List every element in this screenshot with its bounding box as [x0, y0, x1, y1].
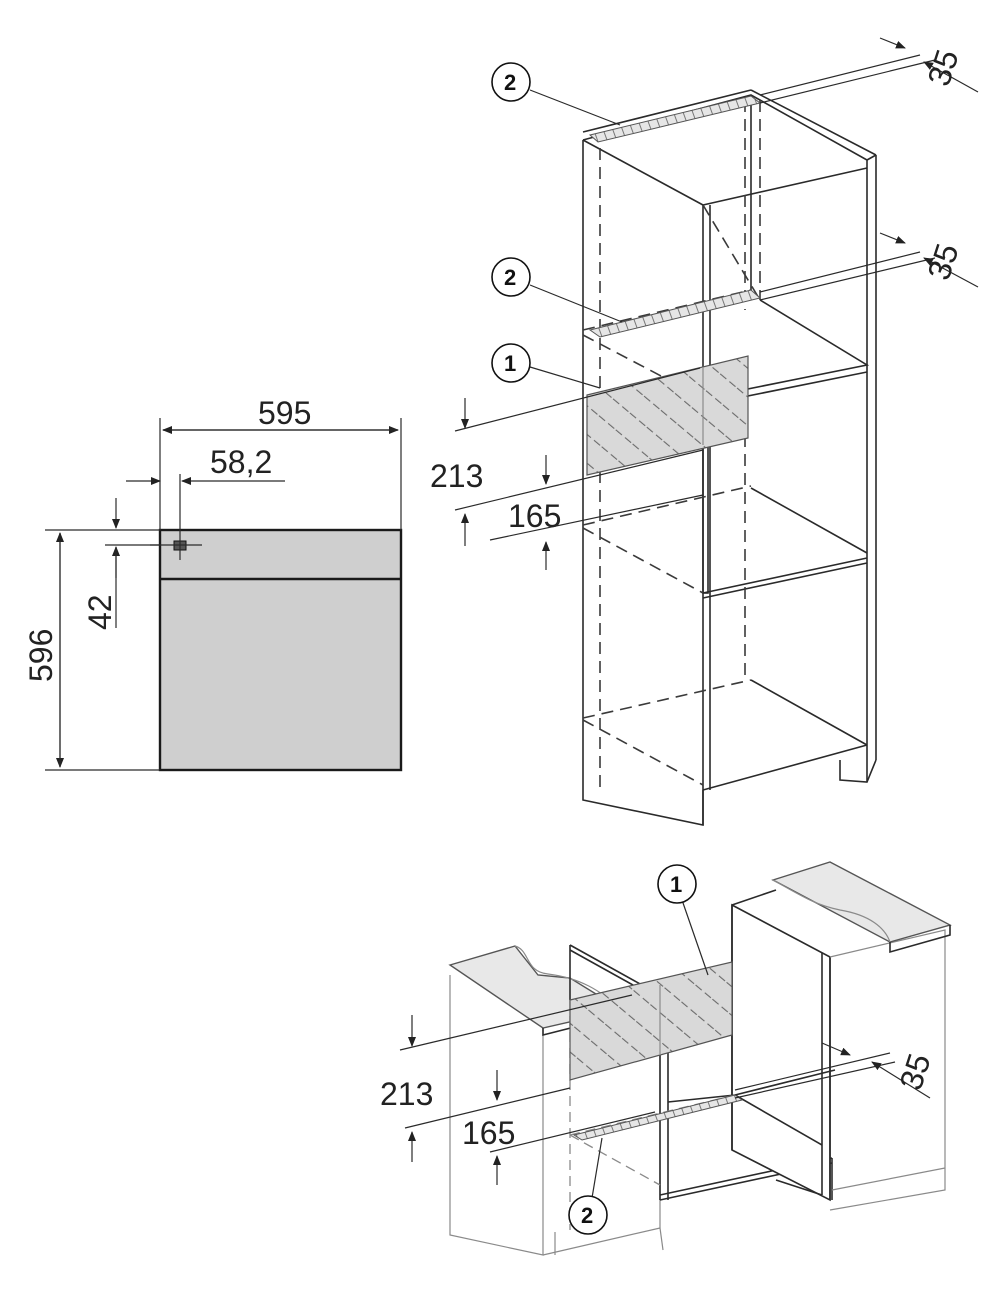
callout-1-base-vent: [657, 864, 697, 904]
ventilation-opening-base: [569, 961, 733, 1081]
svg-text:1: 1: [670, 872, 682, 897]
svg-text:1: 1: [504, 351, 516, 376]
callout-1-vent: [491, 343, 531, 383]
ventilation-opening-tall: [586, 355, 749, 476]
svg-text:2: 2: [504, 265, 516, 290]
width-label: 595: [258, 395, 311, 431]
right-cabinet-front: [731, 903, 831, 1202]
svg-text:2: 2: [581, 1203, 593, 1228]
callout-2-base-bottom: [568, 1195, 608, 1235]
offset-label: 58,2: [210, 444, 272, 480]
shelf-gap-label: 35: [920, 239, 965, 284]
top-gap-label: 35: [920, 45, 965, 90]
base-gap-label: 35: [892, 1049, 937, 1094]
right-countertop: [771, 861, 952, 943]
tall-cabinet: 35 35 213 165 2 2 1: [430, 37, 979, 826]
callout-2-top: [491, 62, 531, 102]
panel-height-label: 42: [82, 594, 118, 630]
base-cabinet: 35 213 165 1 2: [380, 861, 952, 1256]
tall-vent-height-label: 213: [430, 458, 483, 494]
svg-text:2: 2: [504, 70, 516, 95]
callout-2-shelf: [491, 257, 531, 297]
base-vent-bottom-label: 165: [462, 1115, 515, 1151]
height-label: 596: [23, 629, 59, 682]
appliance-front-panel: [158, 528, 403, 772]
tall-vent-bottom-label: 165: [508, 498, 561, 534]
base-vent-height-label: 213: [380, 1076, 433, 1112]
front-view: 595 58,2 596 42: [23, 395, 403, 772]
